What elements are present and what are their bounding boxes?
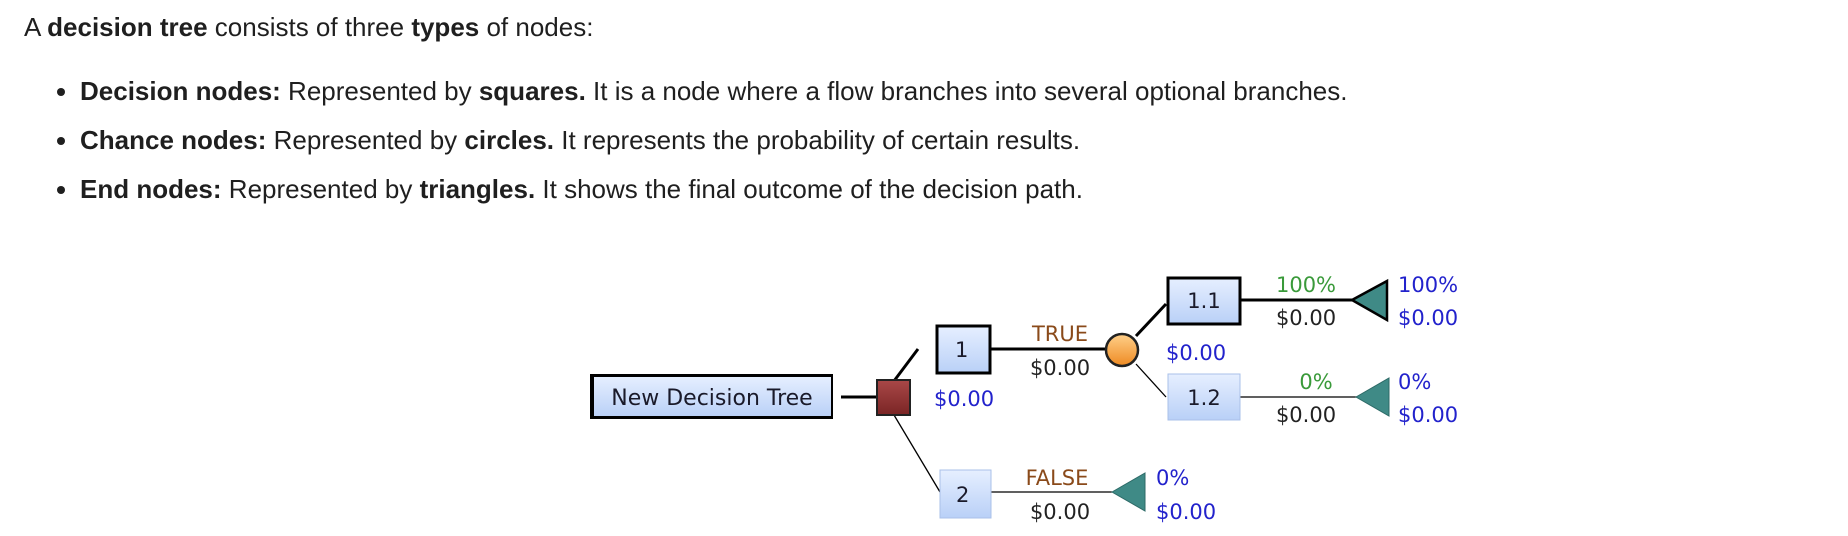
intro-paragraph: A decision tree consists of three types …: [24, 10, 593, 44]
end-node-triangle-1-1: [1349, 278, 1389, 323]
intro-text-1: A: [24, 12, 48, 42]
text-pre: Represented by: [266, 125, 465, 155]
intro-term-decision-tree: decision tree: [47, 12, 208, 42]
branch-true-value: $0.00: [1030, 356, 1090, 380]
term-decision-nodes: Decision nodes:: [80, 76, 281, 106]
text-post: It represents the probability of certain…: [554, 125, 1081, 155]
text-pre: Represented by: [280, 76, 479, 106]
intro-text-3: of nodes:: [479, 12, 594, 42]
branch-1-1-probability: 100%: [1276, 273, 1336, 297]
intro-term-types: types: [411, 12, 480, 42]
root-node: New Decision Tree: [590, 374, 833, 419]
shape-squares: squares.: [478, 76, 586, 106]
edge-chance-to-node-1-1: [1134, 302, 1168, 338]
node-types-list: Decision nodes: Represented by squares. …: [46, 74, 1347, 221]
shape-triangles: triangles.: [419, 174, 536, 204]
branch-1-2-value: $0.00: [1276, 403, 1336, 427]
shape-circles: circles.: [464, 125, 555, 155]
tree-node-1-label: 1: [955, 338, 968, 362]
edge-decision-to-node-2: [893, 414, 941, 493]
list-item-chance-nodes: Chance nodes: Represented by circles. It…: [80, 123, 1347, 157]
end-1-2-value: $0.00: [1398, 403, 1458, 427]
decision-node-square: [876, 379, 911, 416]
term-chance-nodes: Chance nodes:: [80, 125, 267, 155]
decision-node-value: $0.00: [934, 387, 994, 411]
edge-chance-to-node-1-2: [1135, 363, 1167, 398]
branch-1-1-value: $0.00: [1276, 306, 1336, 330]
end-1-1-value: $0.00: [1398, 306, 1458, 330]
branch-true-label: TRUE: [1031, 322, 1088, 346]
tree-node-2: 2: [939, 469, 992, 519]
chance-node-circle: [1104, 332, 1140, 368]
intro-text-2: consists of three: [207, 12, 412, 42]
end-node-triangle-1-2: [1354, 377, 1390, 417]
connector-lines: [841, 298, 1360, 493]
end-node-triangle-2: [1110, 472, 1146, 512]
tree-node-1-1: 1.1: [1166, 276, 1242, 326]
branch-false-value: $0.00: [1030, 500, 1090, 524]
text-post: It shows the final outcome of the decisi…: [535, 174, 1083, 204]
branch-1-2-probability: 0%: [1299, 370, 1332, 394]
list-item-decision-nodes: Decision nodes: Represented by squares. …: [80, 74, 1347, 108]
tree-node-1: 1: [935, 324, 992, 375]
tree-node-2-label: 2: [956, 483, 969, 507]
tree-node-1-2-label: 1.2: [1187, 386, 1220, 410]
edge-decision-to-node-1: [892, 348, 920, 382]
branch-false-label: FALSE: [1026, 466, 1089, 490]
end-1-1-probability: 100%: [1398, 273, 1458, 297]
text-post: It is a node where a flow branches into …: [585, 76, 1348, 106]
list-item-end-nodes: End nodes: Represented by triangles. It …: [80, 172, 1347, 206]
end-2-value: $0.00: [1156, 500, 1216, 524]
term-end-nodes: End nodes:: [80, 174, 222, 204]
text-pre: Represented by: [221, 174, 420, 204]
tree-node-1-1-label: 1.1: [1187, 289, 1220, 313]
root-node-label: New Decision Tree: [611, 386, 812, 411]
end-1-2-probability: 0%: [1398, 370, 1431, 394]
chance-node-value: $0.00: [1166, 341, 1226, 365]
end-2-probability: 0%: [1156, 466, 1189, 490]
tree-node-1-2: 1.2: [1167, 373, 1241, 421]
